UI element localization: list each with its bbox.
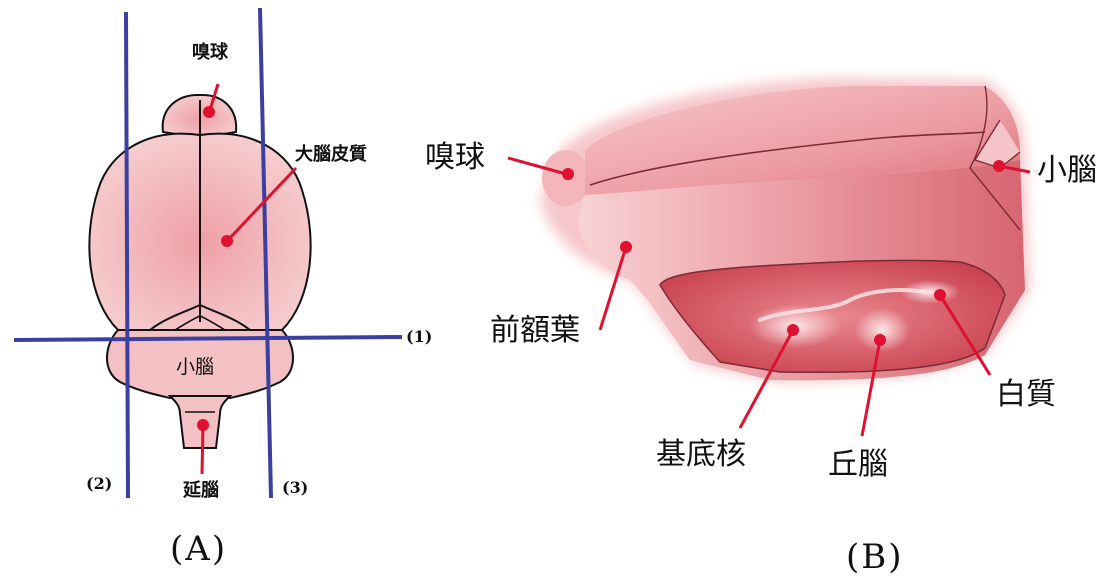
label-medulla: 延腦: [183, 482, 219, 500]
section-line-2: [126, 12, 128, 498]
caption-a: (A): [170, 532, 227, 566]
label-olfactory-bulb-a: 嗅球: [192, 44, 228, 62]
panel-b: [508, 78, 1030, 436]
caption-b: (B): [846, 540, 904, 574]
section-line-1: [14, 337, 402, 340]
label-thalamus: 丘腦: [828, 450, 888, 480]
section-marker-3: (3): [282, 480, 308, 496]
label-cerebellum-b: 小腦: [1037, 156, 1097, 186]
label-basal-ganglia: 基底核: [656, 440, 746, 470]
section-marker-2: (2): [86, 476, 112, 492]
label-cerebral-cortex: 大腦皮質: [295, 146, 367, 164]
label-frontal-lobe: 前額葉: [490, 316, 580, 346]
panel-a: [14, 8, 402, 498]
section-marker-1: (1): [406, 329, 432, 345]
label-olfactory-bulb-b: 嗅球: [425, 143, 485, 173]
label-cerebellum-a: 小腦: [176, 358, 214, 377]
label-white-matter: 白質: [996, 380, 1056, 410]
